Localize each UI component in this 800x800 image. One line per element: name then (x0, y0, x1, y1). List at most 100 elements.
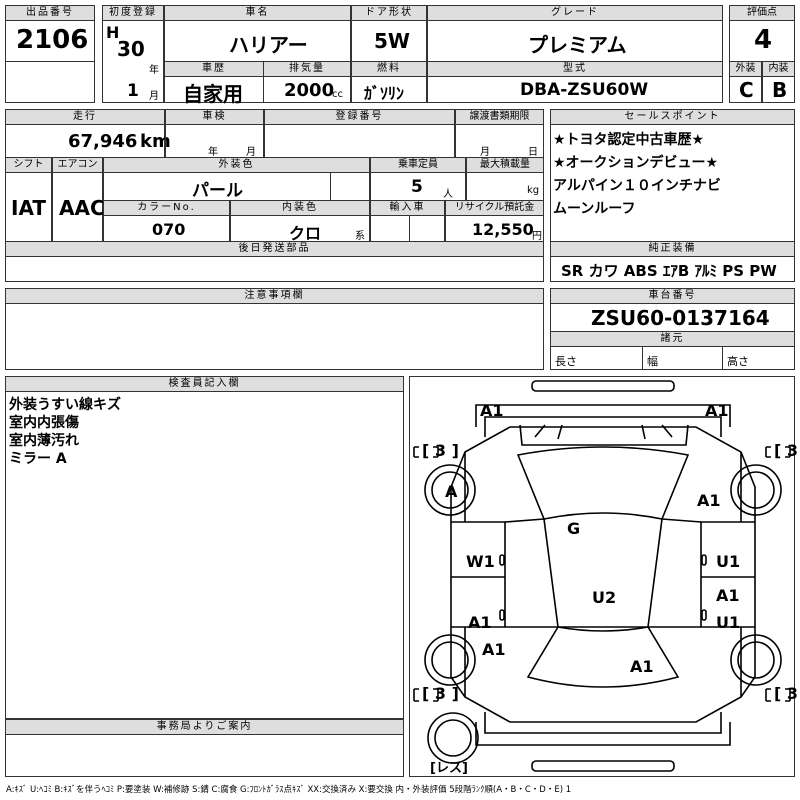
era: H (106, 23, 120, 42)
maxload-unit: kg (527, 185, 540, 196)
car-diagram: A1 A1 [ 3 ] [ 3 ] A A1 G W1 U1 U2 A1 U1 … (409, 376, 800, 777)
color: パール (192, 181, 243, 201)
history: 自家用 (183, 82, 243, 106)
mark-door-l: W1 (466, 552, 495, 571)
model-name: ハリアー (229, 33, 308, 57)
first-reg-label: 初度登録 (102, 5, 164, 21)
model-label: 車名 (164, 5, 351, 21)
chassis-number: ZSU60-0137164 (591, 306, 770, 330)
mark-tire-fr: [ 3 ] (774, 441, 800, 460)
capacity: 5 (411, 177, 423, 197)
fuel-cell: ｶﾞｿﾘﾝ (351, 76, 427, 103)
import-cell-1 (370, 215, 410, 242)
mark-tire-rr: [ 3 ] (774, 684, 800, 703)
color-cell: パール (103, 172, 331, 201)
inspector-line: 室内薄汚れ (9, 433, 79, 449)
door-type: 5W (374, 29, 410, 53)
spec-label: 諸元 (550, 331, 795, 347)
width-cell: 幅 (642, 346, 723, 370)
mark-spare: [レス] (430, 761, 468, 776)
height-cell: 高さ (722, 346, 795, 370)
int-color-unit: 系 (355, 231, 365, 242)
import-label: 輸入車 (370, 200, 445, 216)
equipment: SR カワ ABS ｴｱB ｱﾙﾐ PS PW (561, 262, 777, 280)
lot-blank (5, 61, 95, 103)
grade-label: グレード (427, 5, 723, 21)
inspection-year-unit: 年 (208, 147, 218, 158)
inspector-line: 外装うすい線キズ (9, 397, 121, 413)
maxload-cell: kg (466, 172, 544, 201)
color-label: 外装色 (103, 157, 370, 173)
score-cell: 4 (729, 20, 795, 62)
lot-label: 出品番号 (5, 5, 95, 21)
mark-door-r: U1 (716, 552, 741, 571)
color-no-label: カラーNo. (103, 200, 230, 216)
exterior-cell: C (729, 76, 762, 103)
mileage: 67,946 (68, 131, 138, 152)
mileage-cell: 67,946 km (5, 124, 171, 158)
length-label: 長さ (555, 355, 577, 368)
transfer-label: 譲渡書類期限 (455, 109, 544, 125)
sales-line: ムーンルーフ (553, 201, 636, 217)
type-cell: DBA-ZSU60W (427, 76, 723, 103)
inspection-month-unit: 月 (246, 147, 256, 158)
import-cell-2 (409, 215, 445, 242)
door-cell: 5W (351, 20, 427, 62)
score-label: 評価点 (729, 5, 795, 21)
model-cell: ハリアー (164, 20, 351, 62)
fuel: ｶﾞｿﾘﾝ (364, 84, 405, 103)
transfer-month-unit: 月 (480, 147, 490, 158)
exterior-label: 外装 (729, 61, 762, 77)
mark-glass: G (567, 519, 581, 538)
ac-cell: AAC (52, 172, 105, 242)
chassis-cell: ZSU60-0137164 (550, 303, 795, 332)
sales-line: ★オークションデビュー★ (553, 155, 719, 171)
color-extra (330, 172, 370, 201)
recycle-label: リサイクル預託金 (445, 200, 544, 216)
transfer-cell: 月 日 (455, 124, 544, 158)
mark-roof: U2 (592, 588, 617, 607)
equipment-label: 純正装備 (550, 241, 795, 257)
recycle-cell: 12,550 円 (445, 215, 544, 242)
model-type: DBA-ZSU60W (520, 80, 649, 100)
exterior-grade: C (739, 78, 754, 102)
interior-label: 内装 (762, 61, 795, 77)
capacity-cell: 5 人 (370, 172, 466, 201)
equipment-cell: SR カワ ABS ｴｱB ｱﾙﾐ PS PW (550, 256, 795, 282)
grade-cell: プレミアム (427, 20, 723, 62)
car-outline (413, 380, 791, 772)
width-label: 幅 (647, 355, 658, 368)
shift-label: シフト (5, 157, 52, 173)
inspector-line: ミラー A (9, 451, 67, 467)
reg-month: 1 (127, 81, 139, 101)
first-reg-cell: H 30 年 1 月 (102, 20, 164, 103)
score: 4 (754, 25, 773, 55)
int-color-label: 内装色 (230, 200, 370, 216)
inspector-label: 検査員記入欄 (5, 376, 404, 392)
inspection-label: 車検 (165, 109, 264, 125)
capacity-unit: 人 (443, 189, 453, 200)
year-unit: 年 (149, 65, 159, 76)
sales-line: アルパイン１０インチナビ (553, 178, 721, 194)
mark-rear-l2: A1 (482, 640, 506, 659)
mark-fender-fr: A1 (697, 491, 721, 510)
notes-cell (5, 303, 544, 370)
office-cell (5, 734, 404, 777)
length-cell: 長さ (550, 346, 643, 370)
interior-cell: B (762, 76, 795, 103)
shift: IAT (11, 196, 47, 220)
mark-rear-r: A1 (630, 657, 654, 676)
lot-cell: 2106 (5, 20, 95, 62)
maxload-label: 最大積載量 (466, 157, 544, 173)
capacity-label: 乗車定員 (370, 157, 466, 173)
color-no-cell: 070 (103, 215, 230, 242)
recycle-unit: 円 (532, 231, 542, 242)
lot-number: 2106 (16, 25, 89, 55)
regno-label: 登録番号 (264, 109, 455, 125)
sales-line: ★トヨタ認定中古車歴★ (553, 132, 705, 148)
sales-cell: ★トヨタ認定中古車歴★ ★オークションデビュー★ アルパイン１０インチナビ ムー… (550, 124, 795, 242)
reg-year: 30 (117, 37, 145, 61)
displacement-unit: cc (332, 89, 343, 100)
mark-front-right: A1 (705, 401, 729, 420)
type-label: 型式 (427, 61, 723, 77)
